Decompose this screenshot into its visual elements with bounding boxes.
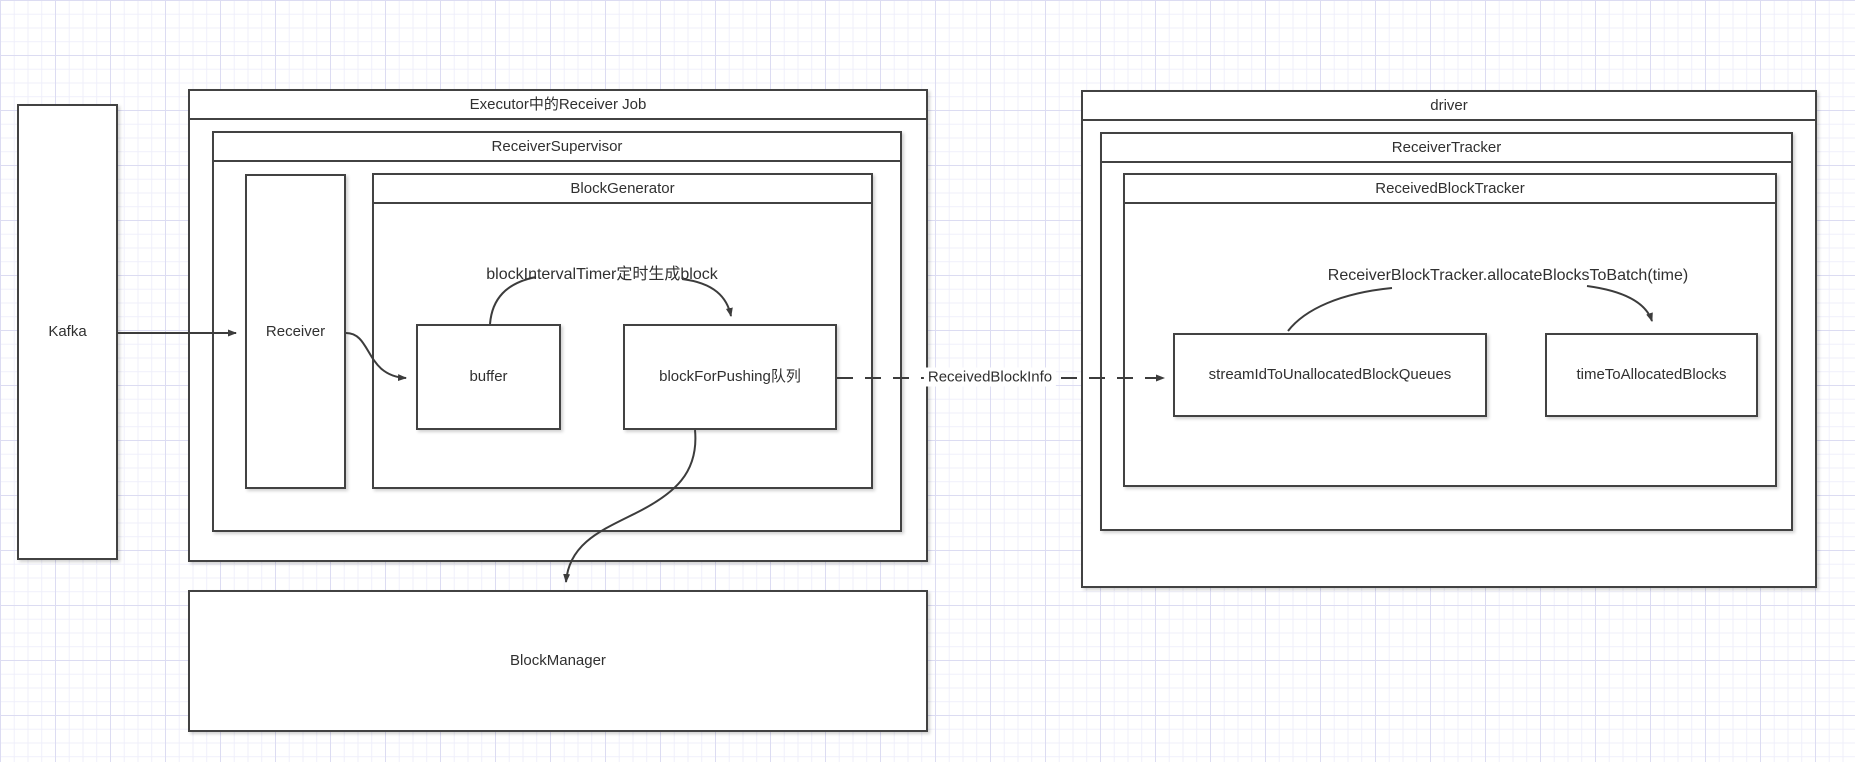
buffer-node: buffer [416,324,561,430]
received-block-tracker-container: ReceivedBlockTracker [1123,173,1777,487]
block-manager-label: BlockManager [510,652,606,670]
executor-title-band: Executor中的Receiver Job [190,91,926,120]
stream-id-queue-label: streamIdToUnallocatedBlockQueues [1208,366,1452,384]
executor-title: Executor中的Receiver Job [469,95,647,113]
receiver-tracker-title: ReceiverTracker [1391,138,1502,156]
block-for-pushing-node: blockForPushing队列 [623,324,837,430]
block-for-pushing-label: blockForPushing队列 [659,368,801,386]
block-interval-timer-annotation: blockIntervalTimer定时生成block [486,266,718,283]
receiver-tracker-title-band: ReceiverTracker [1102,134,1791,163]
driver-title: driver [1430,96,1468,114]
time-to-allocated-node: timeToAllocatedBlocks [1545,333,1758,417]
allocate-blocks-annotation: ReceiverBlockTracker.allocateBlocksToBat… [1327,267,1689,284]
received-block-info-label: ReceivedBlockInfo [923,367,1057,387]
kafka-label: Kafka [48,323,87,341]
time-to-allocated-label: timeToAllocatedBlocks [1576,366,1727,384]
driver-title-band: driver [1083,92,1815,121]
received-block-tracker-title-band: ReceivedBlockTracker [1125,175,1775,204]
receiver-supervisor-title: ReceiverSupervisor [491,137,623,155]
kafka-node: Kafka [17,104,118,560]
received-block-tracker-title: ReceivedBlockTracker [1375,179,1525,197]
receiver-node: Receiver [245,174,346,489]
receiver-supervisor-title-band: ReceiverSupervisor [214,133,900,162]
receiver-label: Receiver [265,322,326,340]
buffer-label: buffer [469,368,508,386]
block-generator-title: BlockGenerator [570,179,675,197]
block-manager-node: BlockManager [188,590,928,732]
stream-id-queue-node: streamIdToUnallocatedBlockQueues [1173,333,1487,417]
block-generator-title-band: BlockGenerator [374,175,871,204]
